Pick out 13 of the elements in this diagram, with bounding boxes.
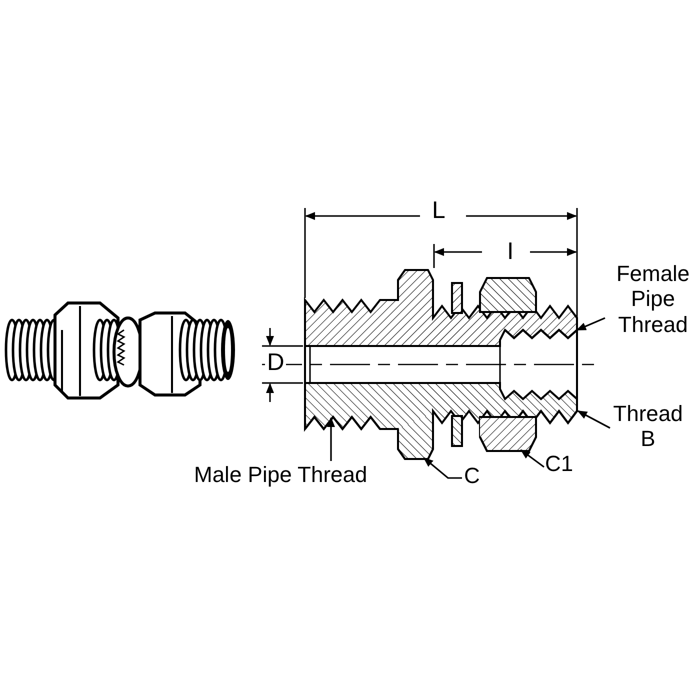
leader-line: [423, 457, 462, 479]
callout-label: Female Pipe Thread: [615, 261, 691, 337]
leader-line: [520, 449, 544, 468]
callout-label: C1: [545, 451, 574, 476]
leader-line: [577, 410, 610, 429]
leader-line: [576, 317, 606, 331]
callout-label: Thread B: [612, 401, 684, 452]
callout-label: C: [464, 463, 481, 488]
female-thread: [504, 328, 578, 340]
callout-label: Male Pipe Thread: [194, 462, 368, 488]
hex-nut: [479, 416, 537, 452]
leader-line: [327, 417, 335, 461]
male-thread: [304, 415, 381, 431]
